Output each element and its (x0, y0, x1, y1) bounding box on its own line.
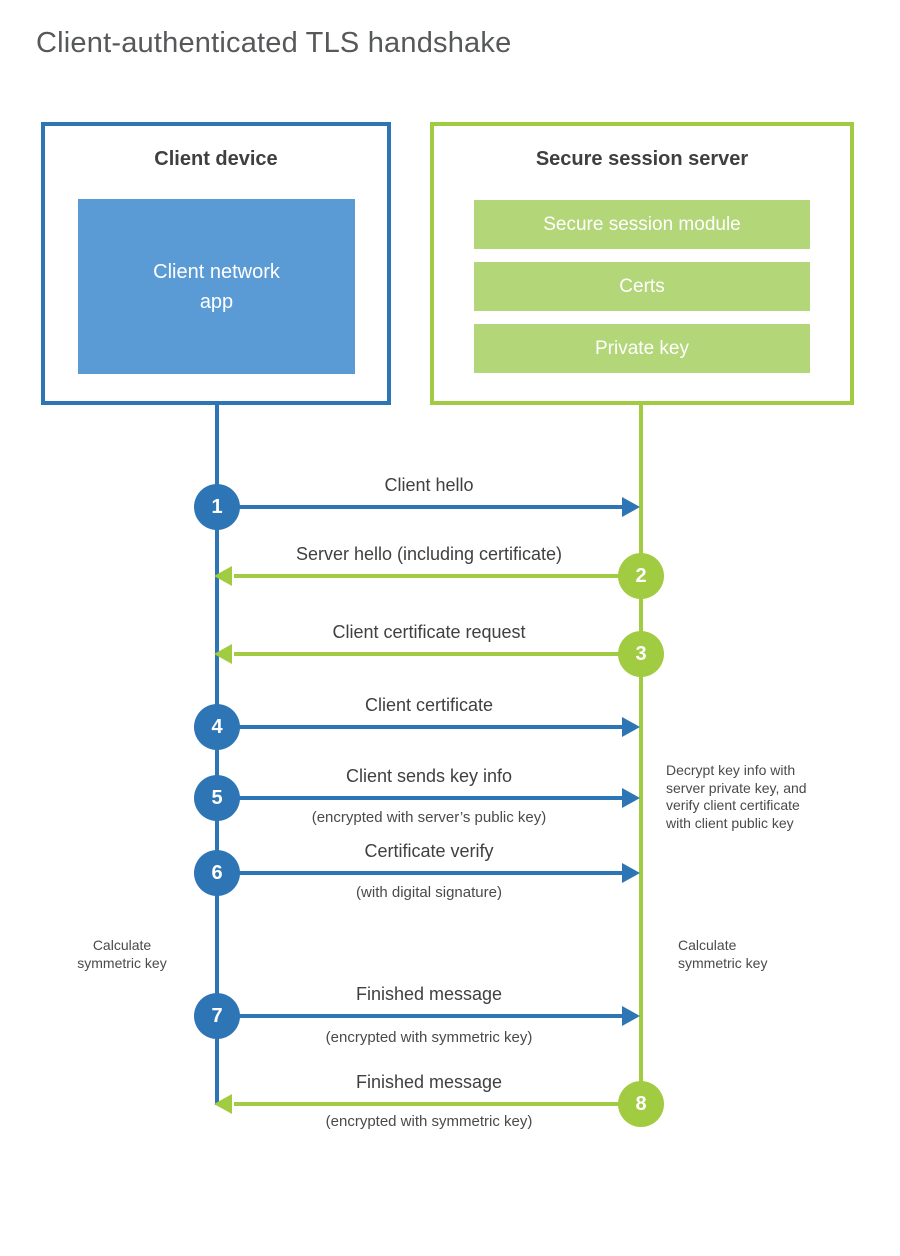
step-circle-4: 4 (194, 704, 240, 750)
server-lifeline (639, 403, 643, 1105)
arrow-left-icon (214, 566, 232, 586)
calculate-symmetric-key-note-client: Calculate symmetric key (77, 937, 167, 971)
arrow-line (234, 1102, 622, 1106)
arrow-line (238, 796, 624, 800)
secure-session-server-title: Secure session server (535, 148, 749, 170)
step-circle-8: 8 (618, 1081, 664, 1127)
calculate-symmetric-key-note-server: Calculate symmetric key (678, 937, 768, 971)
message-label: Finished message (355, 1072, 503, 1092)
message-label: Client certificate request (332, 622, 526, 642)
arrow-right-icon (622, 788, 640, 808)
message-sublabel: (with digital signature) (356, 884, 502, 901)
arrow-line (238, 725, 624, 729)
arrow-line (234, 652, 622, 656)
client-lifeline (215, 403, 219, 1105)
step-circle-6: 6 (194, 850, 240, 896)
page-title: Client-authenticated TLS handshake (36, 27, 512, 59)
step-circle-2: 2 (618, 553, 664, 599)
arrow-right-icon (622, 497, 640, 517)
message-label: Certificate verify (364, 841, 494, 861)
arrow-line (238, 1014, 624, 1018)
message-label: Client certificate (364, 695, 494, 715)
arrow-line (238, 505, 624, 509)
client-network-app-box: Client network app (78, 199, 355, 374)
server-module-private-key: Private key (474, 324, 810, 373)
arrow-right-icon (622, 863, 640, 883)
arrow-right-icon (622, 717, 640, 737)
decrypt-key-note: Decrypt key info with server private key… (666, 762, 807, 831)
message-sublabel: (encrypted with symmetric key) (325, 1029, 533, 1046)
message-label: Client sends key info (345, 766, 513, 786)
message-sublabel: (encrypted with server’s public key) (311, 809, 547, 826)
arrow-left-icon (214, 1094, 232, 1114)
step-circle-7: 7 (194, 993, 240, 1039)
step-circle-1: 1 (194, 484, 240, 530)
step-circle-3: 3 (618, 631, 664, 677)
message-label: Finished message (355, 984, 503, 1004)
arrow-left-icon (214, 644, 232, 664)
message-label: Client hello (384, 475, 474, 495)
message-label: Server hello (including certificate) (295, 544, 563, 564)
server-module-certs: Certs (474, 262, 810, 311)
arrow-right-icon (622, 1006, 640, 1026)
server-module-secure-session: Secure session module (474, 200, 810, 249)
client-device-title: Client device (154, 148, 278, 170)
message-sublabel: (encrypted with symmetric key) (325, 1113, 533, 1130)
step-circle-5: 5 (194, 775, 240, 821)
arrow-line (238, 871, 624, 875)
arrow-line (234, 574, 622, 578)
